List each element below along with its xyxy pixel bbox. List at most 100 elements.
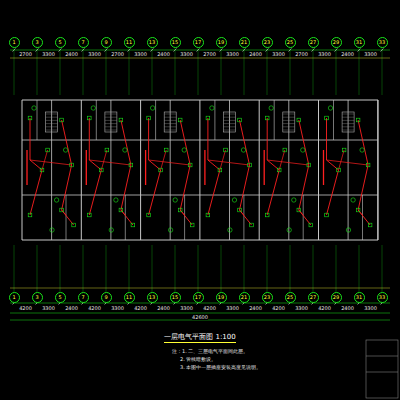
lamp-symbol — [232, 198, 236, 202]
dimension: 2400 — [157, 306, 170, 311]
axis-number: 29 — [333, 295, 339, 300]
note-text: 2. 管线暗敷设。 — [180, 357, 216, 362]
drawing-line — [110, 100, 111, 240]
drawing-line — [359, 245, 360, 292]
symbol — [131, 223, 135, 227]
drawing-line — [81, 140, 140, 141]
wire — [161, 150, 167, 170]
drawing-line — [283, 120, 295, 121]
drawing-line — [81, 195, 140, 196]
axis-number: 5 — [58, 40, 61, 45]
symbol — [46, 112, 58, 132]
drawing-line — [224, 123, 236, 124]
lamp-symbol — [292, 198, 296, 202]
drawing-line — [377, 100, 378, 240]
symbol — [159, 168, 163, 172]
axis-number: 7 — [81, 295, 84, 300]
drawing-line — [312, 49, 315, 52]
wire — [299, 210, 303, 215]
axis-number: 5 — [58, 295, 61, 300]
lamp-symbol — [351, 198, 355, 202]
drawing-line — [152, 48, 153, 95]
lamp-symbol — [91, 106, 95, 110]
drawing-line — [382, 245, 383, 292]
wire — [89, 118, 101, 215]
axis-bubble: 25 — [285, 37, 296, 48]
dimension: 2400 — [249, 306, 262, 311]
drawing-line — [198, 48, 199, 95]
drawing-line — [319, 140, 378, 141]
dimension: 2400 — [249, 52, 262, 57]
dimension: 2700 — [203, 52, 216, 57]
dimension: 3300 — [364, 306, 377, 311]
axis-bubble: 21 — [239, 292, 250, 303]
drawing-line — [313, 245, 314, 292]
lamp-symbol — [301, 148, 305, 152]
axis-bubble: 33 — [377, 292, 388, 303]
symbol — [283, 112, 295, 132]
drawing-line — [336, 48, 337, 95]
drawing-line — [164, 117, 176, 118]
lamp-symbol — [269, 106, 273, 110]
lamp-symbol — [346, 228, 350, 232]
drawing-line — [197, 49, 200, 52]
axis-number: 31 — [356, 295, 362, 300]
drawing-line — [10, 313, 390, 314]
drawing-line — [274, 100, 275, 140]
dimension: 2700 — [295, 52, 308, 57]
drawing-line — [86, 150, 87, 185]
symbol — [164, 112, 176, 132]
drawing-line — [264, 150, 265, 185]
drawing-line — [342, 120, 354, 121]
lamp-symbol — [241, 148, 245, 152]
lamp-symbol — [109, 228, 113, 232]
axis-bubble: 1 — [9, 292, 20, 303]
symbol — [224, 148, 228, 152]
wire — [220, 150, 226, 170]
drawing-line — [10, 303, 390, 304]
wire — [358, 210, 362, 215]
drawing-line — [366, 356, 398, 357]
drawing-line — [266, 49, 269, 52]
drawing-line — [303, 195, 304, 240]
wire — [180, 210, 184, 215]
drawing-line — [105, 114, 117, 115]
drawing-line — [290, 48, 291, 95]
axis-bubble: 3 — [32, 292, 43, 303]
lamp-symbol — [63, 148, 67, 152]
dimension: 3300 — [318, 52, 331, 57]
drawing-line — [60, 48, 61, 95]
symbol — [238, 118, 242, 122]
dimension: 3300 — [180, 306, 193, 311]
drawing-line — [105, 117, 117, 118]
symbol — [342, 112, 354, 132]
drawing-line — [267, 48, 268, 95]
symbol — [40, 168, 44, 172]
axis-number: 1 — [12, 40, 15, 45]
drawing-line — [342, 123, 354, 124]
dimension: 3300 — [42, 306, 55, 311]
axis-number: 13 — [149, 40, 155, 45]
drawing-line — [152, 245, 153, 292]
drawing-line — [175, 48, 176, 95]
symbol — [60, 118, 64, 122]
axis-bubble: 19 — [216, 37, 227, 48]
dimension: 4200 — [88, 306, 101, 311]
drawing-line — [283, 117, 295, 118]
axis-bubble: 13 — [147, 37, 158, 48]
symbol — [250, 223, 254, 227]
drawing-line — [224, 126, 236, 127]
drawing-line — [151, 49, 154, 52]
drawing-line — [342, 114, 354, 115]
symbol — [178, 208, 182, 212]
drawing-line — [96, 100, 97, 140]
drawing-line — [259, 195, 318, 196]
drawing-line — [289, 49, 292, 52]
drawing-line — [37, 48, 38, 95]
drawing-line — [10, 58, 390, 59]
drawing-line — [105, 49, 108, 52]
drawing-line — [366, 372, 398, 373]
drawing-line — [82, 49, 85, 52]
drawing-line — [224, 120, 236, 121]
dimension: 2400 — [65, 306, 78, 311]
